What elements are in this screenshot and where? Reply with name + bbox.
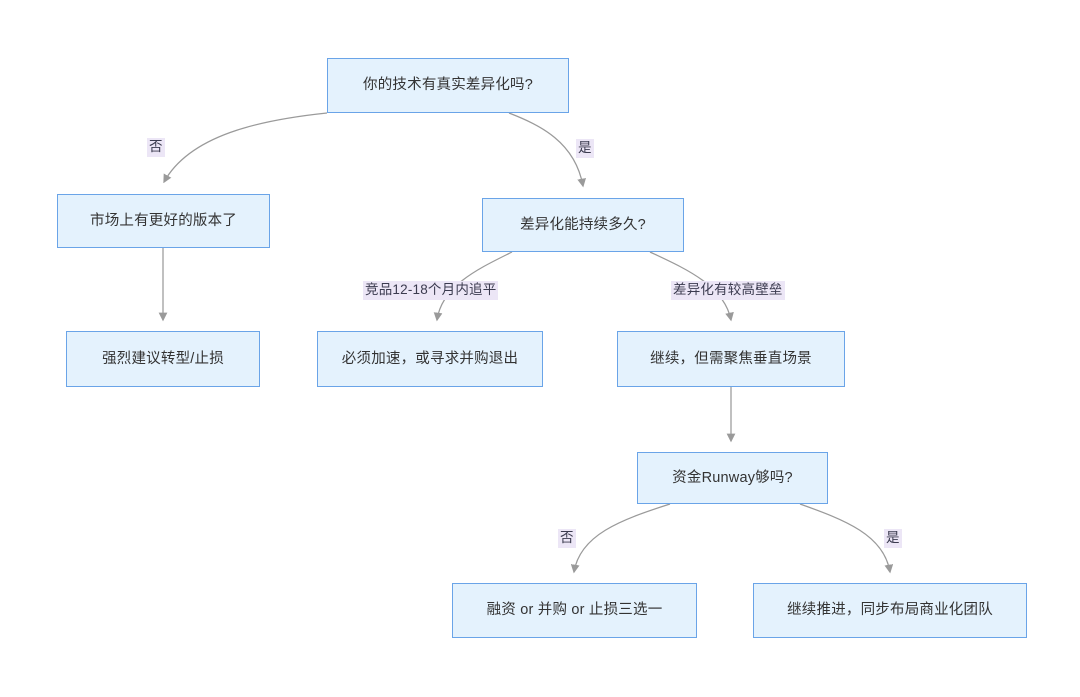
node-continue-and-build-commercial-team[interactable]: 继续推进，同步布局商业化团队	[753, 583, 1027, 638]
node-label: 继续，但需聚焦垂直场景	[650, 350, 812, 367]
edge-n7-n9	[799, 503, 894, 574]
edge-label-no-runway: 否	[558, 529, 576, 548]
edge-label-yes-top: 是	[576, 139, 594, 158]
node-financing-or-merger-or-stoploss[interactable]: 融资 or 并购 or 止损三选一	[452, 583, 697, 638]
edge-n7-n8	[570, 503, 671, 574]
node-label: 强烈建议转型/止损	[102, 350, 224, 367]
node-better-version-exists[interactable]: 市场上有更好的版本了	[57, 194, 270, 248]
node-label: 资金Runway够吗?	[672, 469, 793, 486]
node-differentiation-duration-question[interactable]: 差异化能持续多久?	[482, 198, 684, 252]
node-label: 市场上有更好的版本了	[90, 212, 237, 229]
edge-label-high-barrier: 差异化有较高壁垒	[671, 281, 785, 300]
node-label: 融资 or 并购 or 止损三选一	[486, 602, 663, 619]
node-label: 差异化能持续多久?	[520, 216, 646, 233]
node-continue-focus-vertical[interactable]: 继续，但需聚焦垂直场景	[617, 331, 845, 387]
edge-label-no-top: 否	[147, 138, 165, 157]
edge-n1-n3	[508, 112, 586, 188]
node-runway-question[interactable]: 资金Runway够吗?	[637, 452, 828, 504]
edge-n1-n2	[163, 112, 328, 184]
edge-label-competitor-catchup: 竞品12-18个月内追平	[363, 281, 499, 300]
edge-label-yes-runway: 是	[884, 529, 902, 548]
node-label: 继续推进，同步布局商业化团队	[787, 602, 993, 619]
node-must-accelerate-or-exit[interactable]: 必须加速，或寻求并购退出	[317, 331, 543, 387]
node-strongly-advise-pivot[interactable]: 强烈建议转型/止损	[66, 331, 260, 387]
node-label: 必须加速，或寻求并购退出	[341, 350, 519, 367]
node-label: 你的技术有真实差异化吗?	[363, 77, 533, 94]
node-tech-differentiation-question[interactable]: 你的技术有真实差异化吗?	[327, 58, 569, 113]
